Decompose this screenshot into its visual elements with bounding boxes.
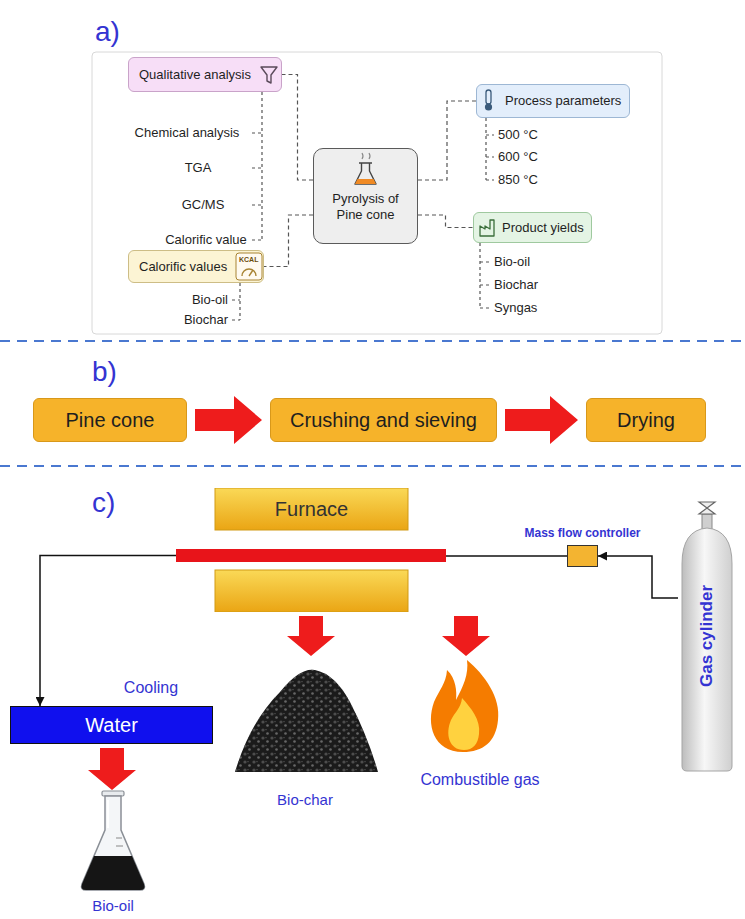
pyrolysis-icon xyxy=(355,163,376,184)
cylinder-valve xyxy=(699,502,715,514)
node-label: Furnace xyxy=(215,488,408,530)
list-item: 850 °C xyxy=(498,172,538,188)
panel-frame xyxy=(92,52,662,334)
furnace-heater-bottom xyxy=(215,570,408,612)
central-topic-box: Pyrolysis of Pine cone xyxy=(313,148,418,244)
node-label: Qualitative analysis xyxy=(139,67,251,83)
flask-graduation xyxy=(116,838,123,846)
dashed-connector xyxy=(264,215,313,267)
cylinder-neck xyxy=(702,514,712,529)
node-label: Calorific values xyxy=(139,259,227,275)
gas-line xyxy=(598,556,678,598)
parameter-category-box: Process parameters xyxy=(476,84,630,118)
cylinder-body xyxy=(682,528,732,771)
gauge-arc xyxy=(242,269,256,276)
panel-separator xyxy=(0,465,745,467)
analysis-category-box: Qualitative analysis xyxy=(128,57,282,92)
yield-category-box: Product yields xyxy=(473,212,592,243)
gauge-icon xyxy=(236,253,262,280)
list-item: GC/MS xyxy=(182,197,225,213)
thermometer-icon xyxy=(486,90,491,104)
node-label: Water xyxy=(85,713,138,737)
list-item: Chemical analysis xyxy=(135,125,240,141)
gas-line xyxy=(446,555,567,557)
reactor-tube xyxy=(176,549,446,562)
panel-label: b) xyxy=(92,355,117,389)
furnace-heater-top xyxy=(215,488,408,530)
flask-glare xyxy=(107,800,109,828)
thermometer-bulb xyxy=(485,103,492,110)
list-item: Bio-oil xyxy=(192,292,228,308)
block-arrow xyxy=(505,396,578,444)
list-item: Biochar xyxy=(184,312,228,328)
list-item: 500 °C xyxy=(498,127,538,143)
panel-label: a) xyxy=(95,15,120,49)
process-step-box: Drying xyxy=(586,398,706,442)
bio-oil-liquid xyxy=(82,856,145,890)
connector-label: Cooling xyxy=(122,678,180,697)
product-label: Combustible gas xyxy=(420,770,539,789)
tree-branch xyxy=(480,243,490,308)
node-label: Crushing and sieving xyxy=(290,408,477,432)
panel-separator xyxy=(0,340,745,342)
node-label: Process parameters xyxy=(505,93,621,109)
factory-icon xyxy=(480,220,494,236)
product-label: Bio-oil xyxy=(92,897,134,915)
tree-branch xyxy=(232,283,240,320)
block-arrow xyxy=(195,396,262,444)
pyrolysis-icon-fill xyxy=(355,179,376,184)
icon-text: KCAL xyxy=(239,256,258,263)
node-label: Gas cylinder xyxy=(697,585,717,687)
list-item: Calorific value xyxy=(165,232,247,248)
node-label: Drying xyxy=(617,408,675,432)
node-label: Pine cone xyxy=(66,408,155,432)
flask-glass xyxy=(82,796,145,890)
flow-arrow xyxy=(287,616,335,656)
water-bath: Water xyxy=(10,706,213,744)
product-label: Bio-char xyxy=(277,791,333,809)
tree-branch xyxy=(486,118,494,180)
biochar-pile xyxy=(235,670,378,772)
process-step-box: Pine cone xyxy=(33,398,187,442)
flame-inner xyxy=(448,698,479,750)
node-label: Product yields xyxy=(502,220,584,236)
biochar-granules xyxy=(235,670,378,772)
dashed-connector xyxy=(418,215,473,228)
gauge-needle xyxy=(249,270,253,276)
funnel-icon xyxy=(261,67,277,83)
tree-branch xyxy=(252,92,262,240)
flow-arrow xyxy=(88,748,136,790)
list-item: Biochar xyxy=(494,277,538,293)
node-label: Pyrolysis of Pine cone xyxy=(321,191,410,223)
furnace: Furnace xyxy=(176,488,446,612)
flow-arrow xyxy=(442,616,490,656)
mass-flow-controller: Mass flow controller xyxy=(567,545,598,567)
flame-outer xyxy=(431,660,498,752)
dashed-connector xyxy=(282,75,313,181)
process-step-box: Crushing and sieving xyxy=(270,398,497,442)
vapour-icon xyxy=(362,153,370,159)
dashed-connector xyxy=(418,101,476,180)
list-item: TGA xyxy=(185,160,212,176)
calorific-category-box: Calorific values KCAL xyxy=(128,250,264,283)
list-item: Syngas xyxy=(494,300,537,316)
list-item: Bio-oil xyxy=(494,254,530,270)
node-label: Mass flow controller xyxy=(524,526,640,540)
gas-cylinder: Gas cylinder xyxy=(678,500,736,772)
panel-label: c) xyxy=(92,486,115,520)
list-item: 600 °C xyxy=(498,149,538,165)
